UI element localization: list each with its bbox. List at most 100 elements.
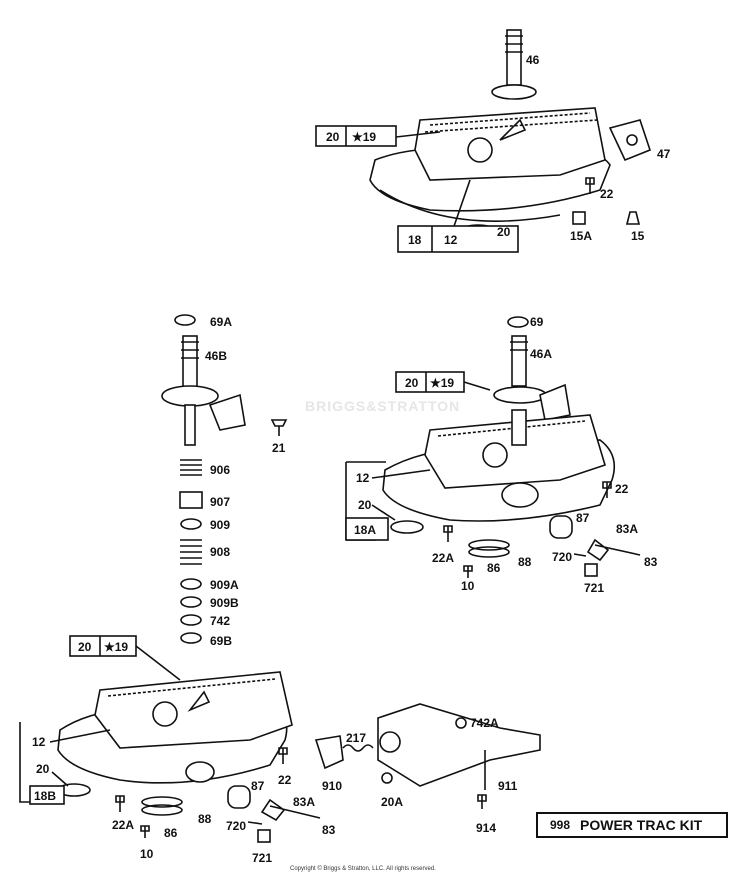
label-86-bot: 86 <box>164 826 178 840</box>
bushing-907 <box>179 491 203 509</box>
camshaft-46 <box>506 29 522 86</box>
gear-46B <box>161 385 219 407</box>
bottom-sump-assembly: 20 ★19 18B 12 20 22A 86 88 10 22 87 83A … <box>19 635 541 865</box>
label-12-top: 12 <box>444 233 458 247</box>
washer-69 <box>507 316 529 328</box>
label-22-bot: 22 <box>278 773 292 787</box>
label-22A-mid: 22A <box>432 551 454 565</box>
spring-908 <box>180 539 202 565</box>
label-908: 908 <box>210 545 230 559</box>
power-trac-kit-callout: 998 POWER TRAC KIT <box>536 812 728 838</box>
plug-15A <box>572 211 586 225</box>
svg-text:★19: ★19 <box>352 130 376 144</box>
washer-909 <box>180 518 202 530</box>
label-22A-bot: 22A <box>112 818 134 832</box>
label-20A: 20A <box>381 795 403 809</box>
label-21: 21 <box>272 441 286 455</box>
watermark-text: BRIGGS&STRATTON <box>305 398 461 414</box>
bearing-87-mid <box>549 515 573 539</box>
label-12-mid: 12 <box>356 471 370 485</box>
washer-88-mid <box>468 546 510 558</box>
label-742: 742 <box>210 614 230 628</box>
callout-box-18A <box>345 517 389 541</box>
lever-910 <box>314 735 344 770</box>
washer-88-bot <box>141 804 183 816</box>
governor-stack-assembly: 69A 46B 21 906 907 909 908 909A 909B 742… <box>161 314 288 648</box>
label-69: 69 <box>530 315 544 329</box>
label-10-mid: 10 <box>461 579 475 593</box>
kit-title: POWER TRAC KIT <box>580 817 703 833</box>
svg-text:18B: 18B <box>34 789 56 803</box>
label-742A: 742A <box>470 716 499 730</box>
pin-720-bot <box>247 821 263 825</box>
label-20-bot: 20 <box>36 762 50 776</box>
washer-86-mid <box>468 539 510 551</box>
label-720-bot: 720 <box>226 819 246 833</box>
screw-21 <box>270 419 288 436</box>
svg-text:20: 20 <box>326 130 340 144</box>
label-22-mid: 22 <box>615 482 629 496</box>
label-909B: 909B <box>210 596 239 610</box>
label-83-bot: 83 <box>322 823 336 837</box>
label-88-mid: 88 <box>518 555 532 569</box>
svg-text:18: 18 <box>408 233 422 247</box>
label-721-mid: 721 <box>584 581 604 595</box>
label-907: 907 <box>210 495 230 509</box>
clip-721-mid <box>584 563 598 577</box>
shaft-83A-bot <box>260 798 321 822</box>
washer-69A <box>174 314 196 326</box>
camshaft-46A <box>511 335 527 387</box>
label-906: 906 <box>210 463 230 477</box>
label-88-bot: 88 <box>198 812 212 826</box>
svg-text:20: 20 <box>405 376 419 390</box>
shaft-83A-mid <box>586 538 641 562</box>
label-217: 217 <box>346 731 366 745</box>
label-87-bot: 87 <box>251 779 265 793</box>
bolt-914 <box>477 794 487 809</box>
washer-86-bot <box>141 796 183 808</box>
label-20-mid: 20 <box>358 498 372 512</box>
label-47: 47 <box>657 147 671 161</box>
svg-text:18A: 18A <box>354 523 376 537</box>
label-46A: 46A <box>530 347 552 361</box>
label-911: 911 <box>498 779 518 793</box>
callout-box-20-19-top <box>315 125 397 147</box>
ring-742 <box>180 614 202 626</box>
spring-217 <box>342 744 374 752</box>
washer-909B <box>180 596 202 608</box>
bracket-47 <box>608 119 651 162</box>
housing-911 <box>377 703 541 787</box>
label-87-mid: 87 <box>576 511 590 525</box>
copyright-notice: Copyright © Briggs & Stratton, LLC. All … <box>290 866 436 872</box>
label-720-mid: 720 <box>552 550 572 564</box>
label-22-top: 22 <box>600 187 614 201</box>
washer-69B <box>180 632 202 644</box>
label-69B: 69B <box>210 634 232 648</box>
label-910: 910 <box>322 779 342 793</box>
label-914: 914 <box>476 821 496 835</box>
label-10-bot: 10 <box>140 847 154 861</box>
label-83-mid: 83 <box>644 555 658 569</box>
svg-text:★19: ★19 <box>104 640 128 654</box>
label-86-mid: 86 <box>487 561 501 575</box>
label-909A: 909A <box>210 578 239 592</box>
middle-sump-assembly: 20 ★19 18A 69 46A 12 20 22 87 83A 22A 72… <box>345 315 658 595</box>
pin-720-mid <box>573 553 587 557</box>
clip-20A <box>381 772 393 784</box>
washer-909A <box>180 578 202 590</box>
label-15A: 15A <box>570 229 592 243</box>
top-sump-assembly: 20 ★19 18 46 47 22 15A 15 12 20 <box>315 29 671 253</box>
label-20-top: 20 <box>497 225 511 239</box>
label-83A-bot: 83A <box>293 795 315 809</box>
bearing-87-bot <box>227 785 251 809</box>
svg-text:★19: ★19 <box>430 376 454 390</box>
kit-number: 998 <box>550 818 571 832</box>
spring-906 <box>180 459 202 476</box>
label-12-bot: 12 <box>32 735 46 749</box>
callout-box-18B <box>29 785 65 805</box>
bolt-22-bot <box>278 747 288 764</box>
label-46: 46 <box>526 53 540 67</box>
clip-721-bot <box>257 829 271 843</box>
bolt-22 <box>585 177 595 194</box>
